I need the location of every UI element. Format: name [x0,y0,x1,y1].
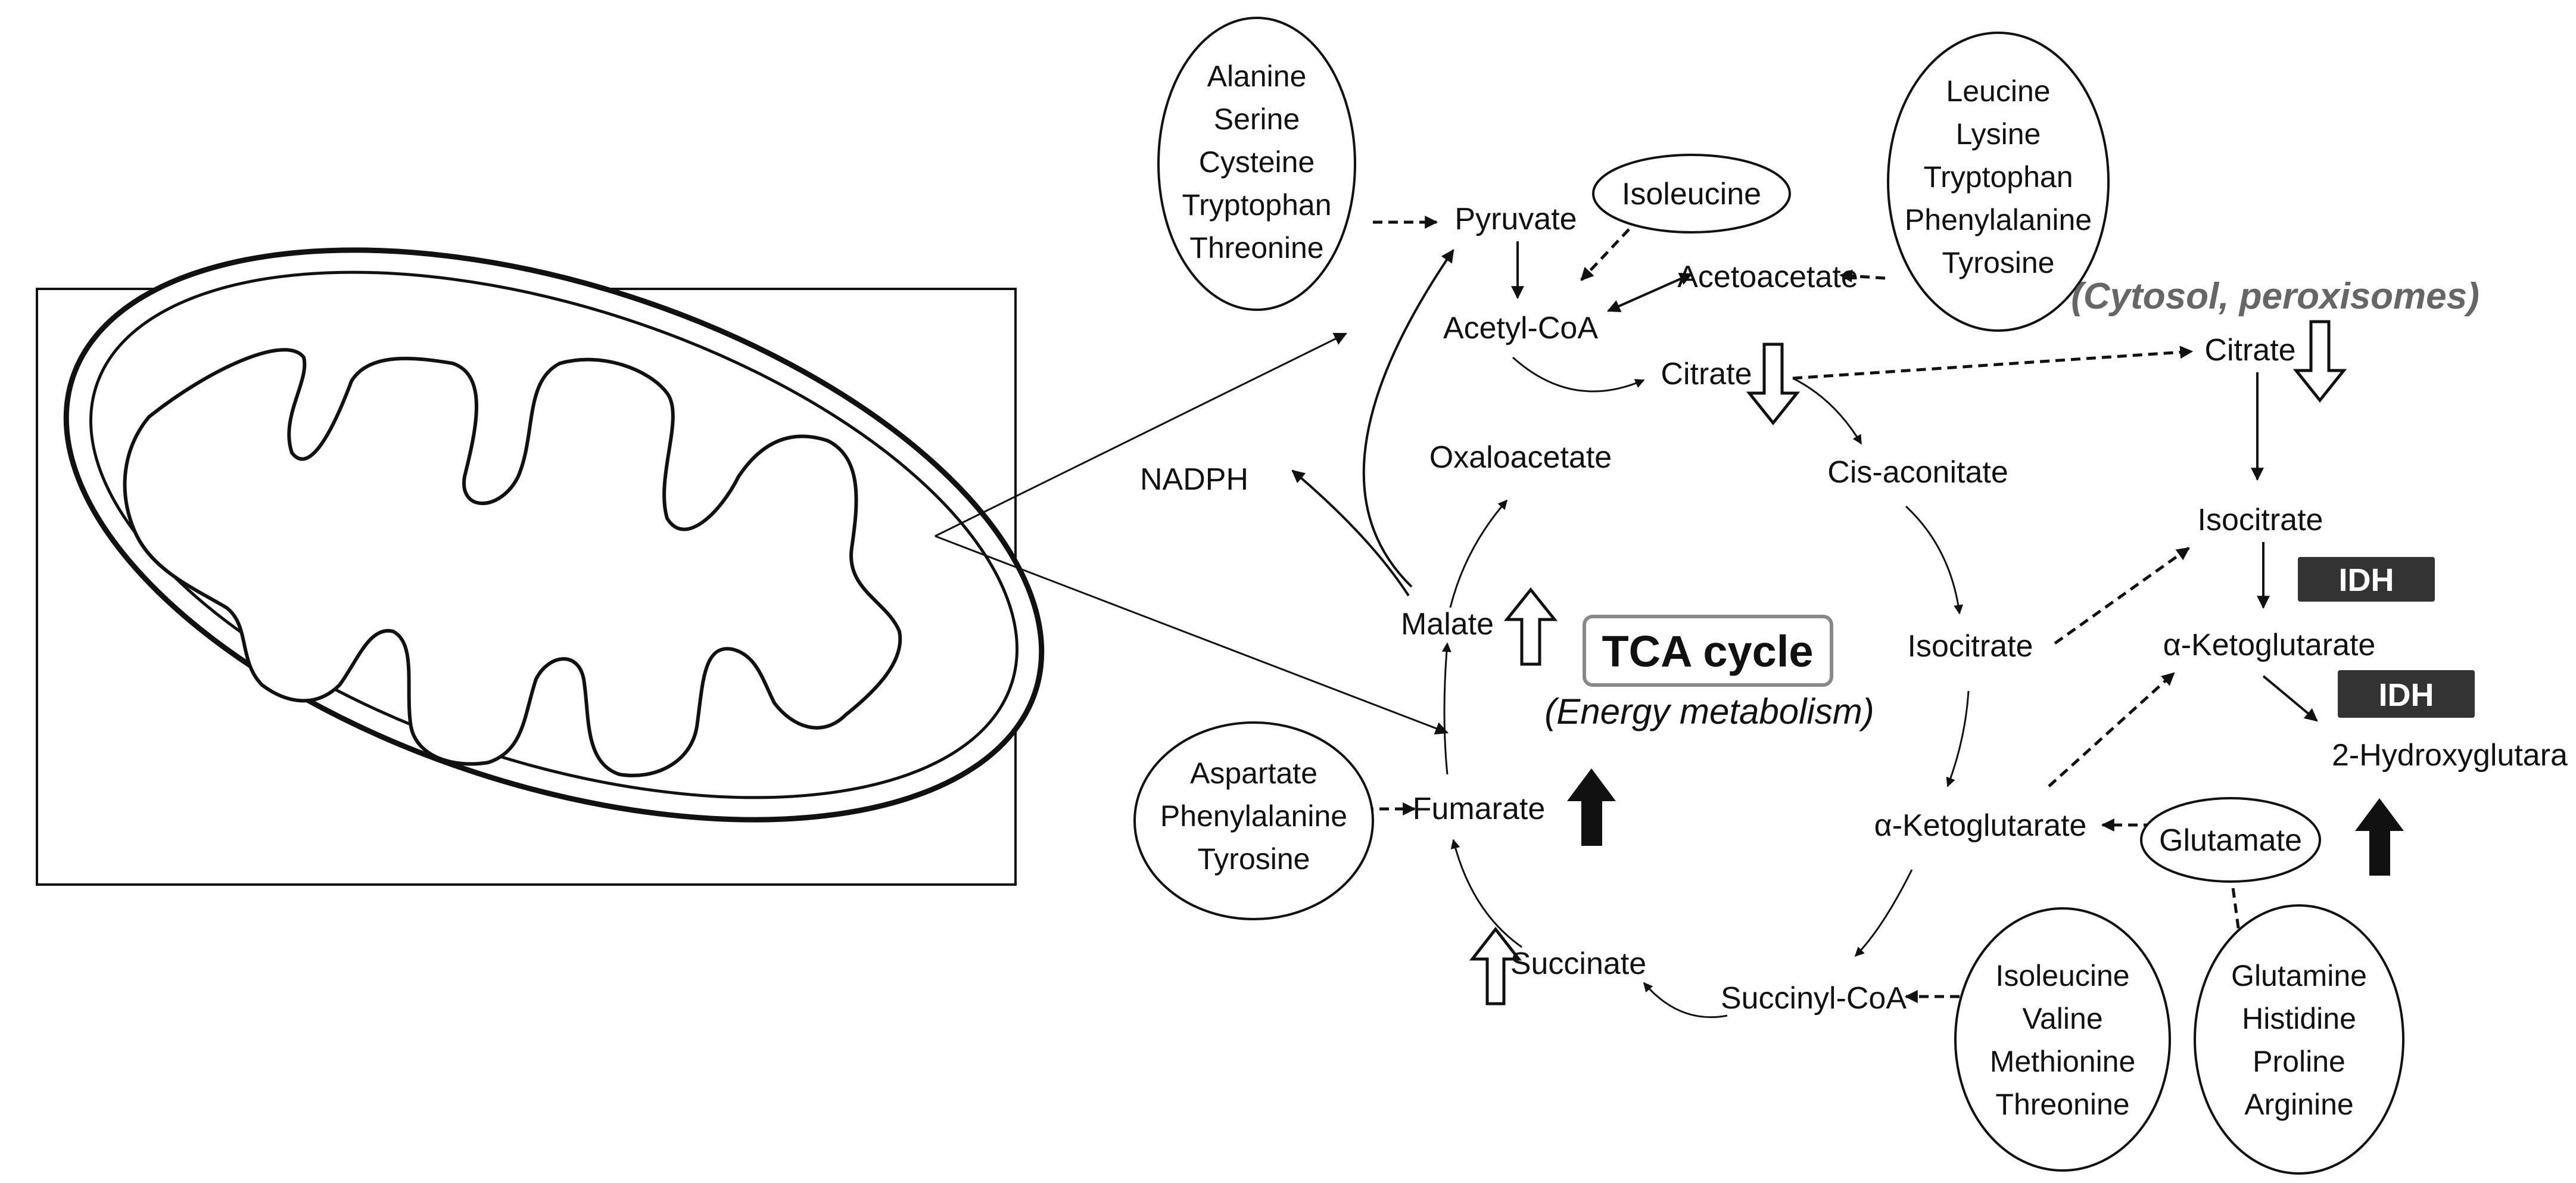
amino-acid-label: Arginine [2244,1088,2353,1121]
cytosol-label: (Cytosol, peroxisomes) [2071,276,2480,317]
succinate-label: Succinate [1510,947,1646,981]
amino-acid-label: Histidine [2242,1002,2356,1035]
amino-acid-oval-acetoacetate: Leucine Lysine Tryptophan Phenylalanine … [1887,32,2110,332]
mitochondrion-cristae [123,348,902,777]
amino-acid-label: Tryptophan [1923,160,2073,194]
amino-acid-label: Aspartate [1190,757,1317,790]
tca-cycle-title-box: TCA cycle (Energy metabolism) [1544,615,1874,731]
isoleucine-oval: Isoleucine [1592,154,1791,234]
glutamate-oval: Glutamate [2140,797,2321,883]
amino-acid-label: Glutamine [2231,959,2367,992]
citrate-label: Citrate [1661,357,1752,391]
idh-badge-1 [2298,557,2435,602]
amino-acid-label: Methionine [1990,1045,2136,1078]
amino-acid-label: Valine [2022,1002,2102,1035]
pathway-arrows [1291,216,2318,1003]
amino-acid-label: Threonine [1189,231,1323,264]
mitochondrion-panel [36,247,1449,886]
amino-acid-label: Serine [1214,102,1300,136]
amino-acid-label: Threonine [1995,1088,2129,1121]
amino-acid-label: Cysteine [1199,145,1315,179]
cycle-arrows [1441,356,1970,1019]
amino-acid-oval-succinyl-coa: Isoleucine Valine Methionine Threonine [1954,907,2171,1172]
citrate-down-arrow-cyto [2292,320,2347,403]
acetyl-coa-label: Acetyl-CoA [1443,311,1598,345]
succinyl-coa-label: Succinyl-CoA [1721,981,1907,1016]
idh-badge-2 [2338,670,2475,718]
pyruvate-label: Pyruvate [1454,202,1577,236]
amino-acid-oval-fumarate: Aspartate Phenylalanine Tyrosine [1133,721,1374,920]
amino-acid-label: Tyrosine [1198,842,1310,876]
metabolite-labels: Pyruvate Acetyl-CoA Acetoacetate Citrate… [1140,202,2086,1016]
idh-label: IDH [2379,677,2434,713]
amino-acid-label: Isoleucine [1995,959,2129,992]
hydroxyglutarate-up-arrow [2355,798,2404,876]
amino-acid-label: Leucine [1946,74,2050,108]
acetoacetate-label: Acetoacetate [1677,260,1858,294]
cytosol-pathway: (Cytosol, peroxisomes) Citrate Isocitrat… [2071,276,2568,773]
amino-acid-label: Alanine [1207,60,1307,93]
fumarate-up-arrow [1567,768,1616,846]
glutamate-label: Glutamate [2159,823,2302,858]
hydroxyglutarate-label: 2-Hydroxyglutara [2332,738,2568,773]
cytosol-alpha-ketoglutarate-label: α-Ketoglutarate [2163,628,2376,662]
regulation-arrows [1469,320,2404,1005]
amino-acid-oval-glutamate-sources: Glutamine Histidine Proline Arginine [2194,904,2404,1175]
isocitrate-label: Isocitrate [1908,629,2033,664]
malate-up-arrow [1503,587,1558,666]
idh-label: IDH [2339,562,2394,598]
oxaloacetate-label: Oxaloacetate [1429,440,1612,475]
tca-cycle-subtitle: (Energy metabolism) [1544,692,1874,731]
citrate-down-arrow-mito [1746,343,1801,426]
cytosol-isocitrate-label: Isocitrate [2198,503,2323,537]
amino-acid-oval-pyruvate: Alanine Serine Cysteine Tryptophan Threo… [1157,17,1356,311]
alpha-ketoglutarate-label: α-Ketoglutarate [1874,808,2087,843]
malate-label: Malate [1401,607,1494,642]
isoleucine-label: Isoleucine [1622,177,1761,211]
cis-aconitate-label: Cis-aconitate [1827,455,2008,490]
amino-acid-label: Tyrosine [1942,246,2055,279]
tca-cycle-title: TCA cycle [1602,627,1813,676]
amino-acid-label: Lysine [1956,117,2041,151]
nadph-label: NADPH [1140,462,1248,497]
amino-acid-label: Phenylalanine [1905,203,2092,236]
succinate-up-arrow [1469,926,1522,1005]
fumarate-label: Fumarate [1413,792,1546,826]
amino-acid-label: Phenylalanine [1160,799,1347,833]
amino-acid-label: Tryptophan [1182,188,1331,222]
amino-acid-label: Proline [2253,1045,2346,1078]
cytosol-citrate-label: Citrate [2204,333,2295,368]
